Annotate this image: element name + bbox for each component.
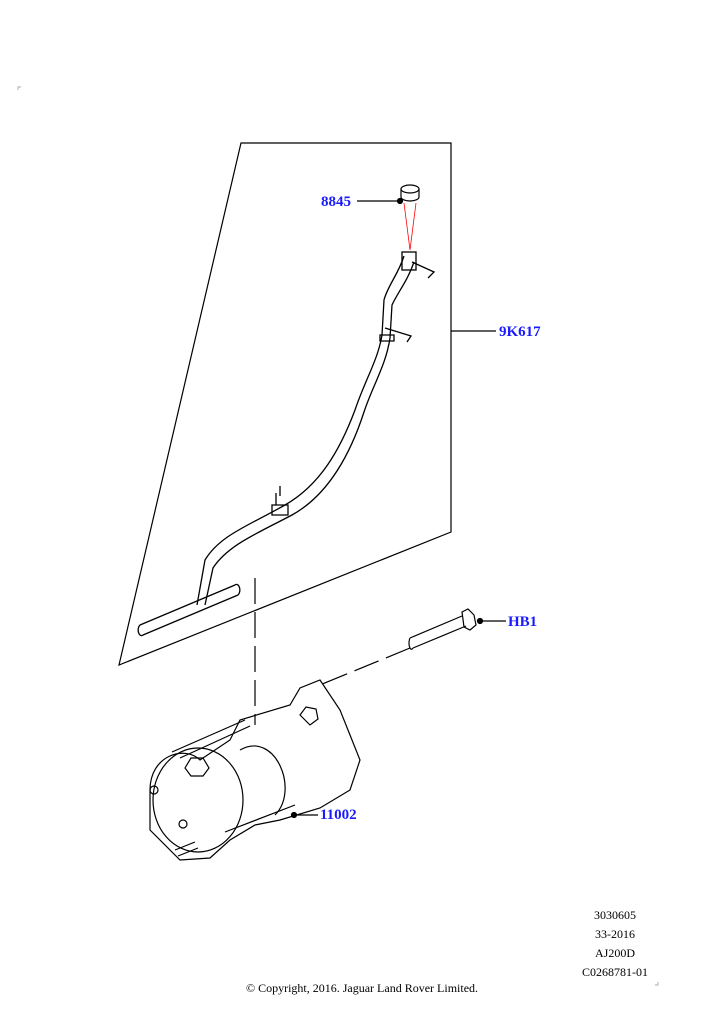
corner-mark: [17, 86, 21, 90]
callout-9k617[interactable]: 9K617: [499, 324, 541, 340]
callout-11002[interactable]: 11002: [320, 807, 357, 823]
callout-8845[interactable]: 8845: [321, 194, 351, 210]
reference-line-2: 33-2016: [595, 927, 635, 941]
reference-line-1: 3030605: [594, 908, 636, 922]
bolt-part: [408, 608, 477, 650]
starter-motor-part: [149, 679, 361, 861]
reference-line-3: AJ200D: [594, 946, 635, 960]
reference-line-4: C0268781-01: [582, 965, 648, 979]
corner-mark: [655, 982, 659, 986]
copyright-text: © Copyright, 2016. Jaguar Land Rover Lim…: [245, 981, 479, 995]
cap-part: [400, 184, 420, 202]
assembly-dash-line: [319, 647, 411, 686]
assembly-panel: [118, 142, 452, 666]
red-leader-lines: [403, 202, 417, 251]
callout-hb1[interactable]: HB1: [508, 614, 538, 630]
hose-part: [137, 251, 436, 637]
reference-block: 3030605 33-2016 AJ200D C0268781-01: [570, 906, 660, 982]
